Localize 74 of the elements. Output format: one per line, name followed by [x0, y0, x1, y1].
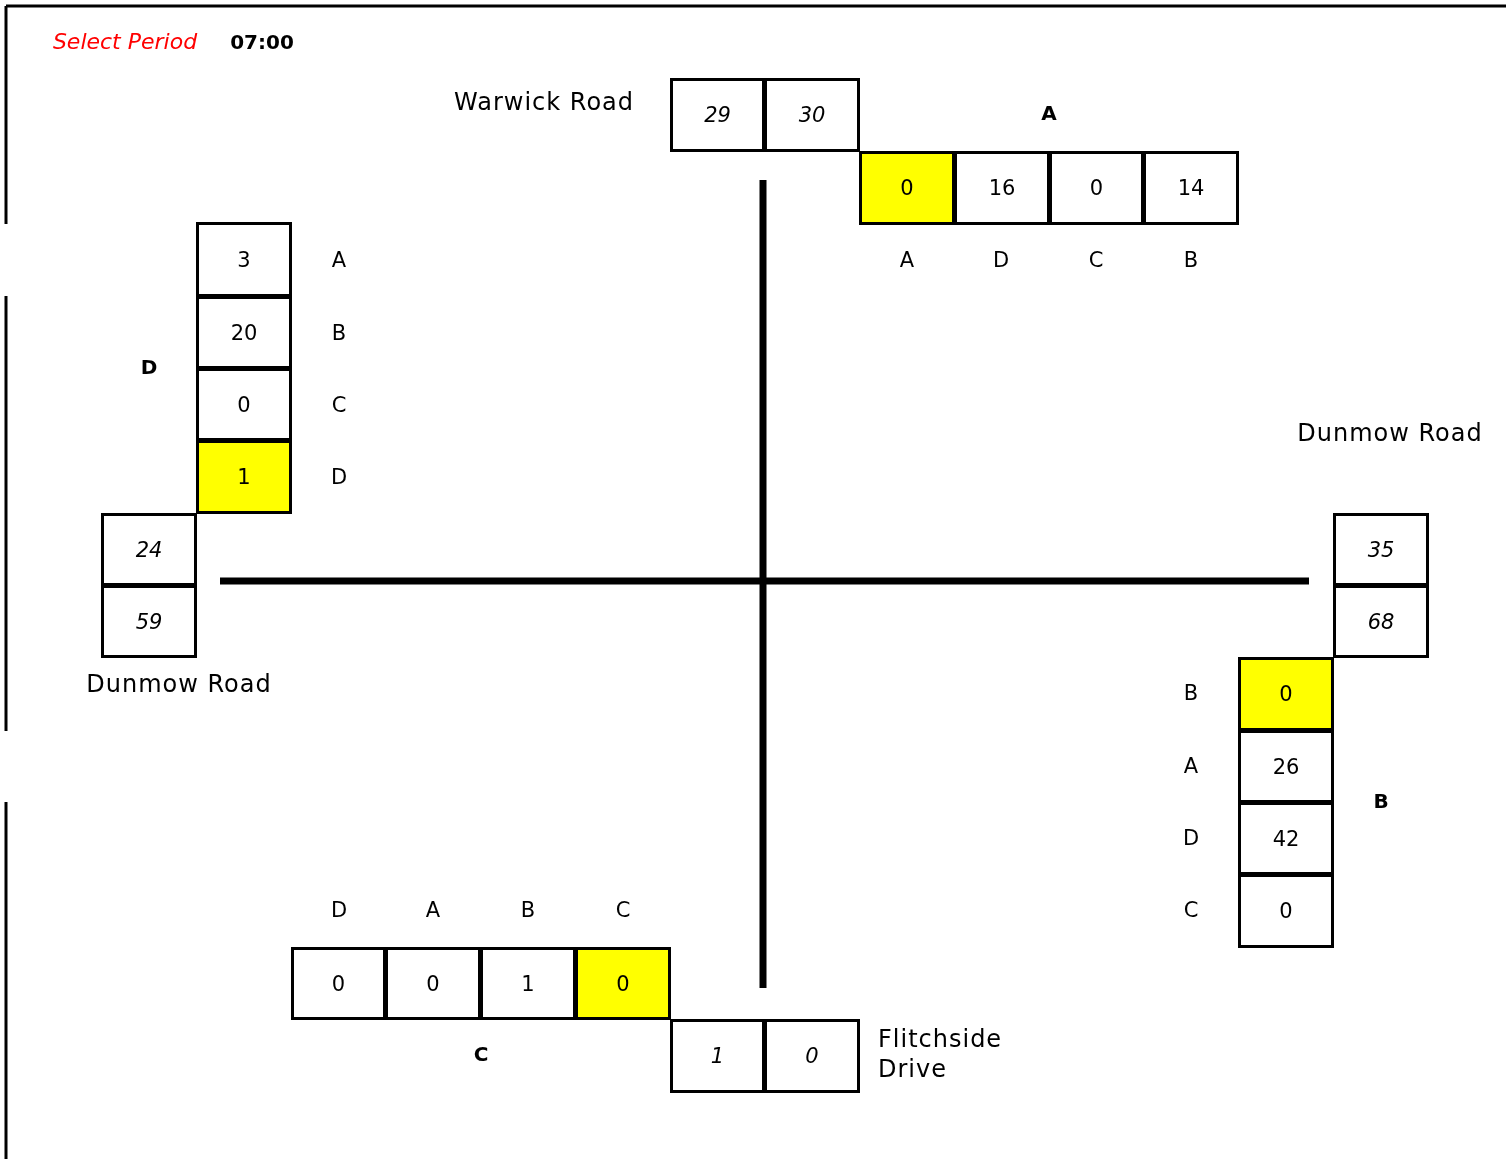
arm-letter: C: [473, 1042, 489, 1066]
movement-letter: C: [331, 393, 347, 417]
total-cell: [764, 1019, 860, 1093]
count-value: 0: [1279, 682, 1293, 706]
count-value: 24: [135, 537, 163, 562]
movement-letter: C: [1088, 248, 1104, 272]
total-cell: [1333, 585, 1429, 658]
road-name: Dunmow Road: [86, 670, 272, 698]
movement-letter: B: [1183, 248, 1199, 272]
highlighted-count-cell: [859, 151, 955, 225]
movement-letter: D: [992, 248, 1010, 272]
movement-letter: B: [520, 898, 536, 922]
total-cell: [101, 513, 197, 586]
count-cell: [480, 947, 576, 1020]
movement-letter: D: [1182, 826, 1200, 850]
count-cell: [385, 947, 481, 1020]
count-value: 14: [1177, 176, 1205, 200]
count-cell: [1238, 730, 1334, 803]
movement-letter: A: [899, 248, 915, 272]
count-cell: [1238, 802, 1334, 875]
highlighted-count-cell: [1238, 657, 1334, 731]
total-cell: [670, 78, 765, 152]
movement-letter: B: [331, 321, 347, 345]
arm-letter: D: [140, 355, 158, 379]
count-value: 1: [521, 971, 535, 996]
period-selector: Select Period: [52, 28, 198, 54]
count-value: 0: [237, 392, 251, 417]
movement-letter: D: [330, 898, 348, 922]
count-value: 0: [900, 176, 914, 200]
count-value: 26: [1272, 754, 1300, 779]
total-cell: [764, 78, 860, 152]
count-cell: [1238, 874, 1334, 948]
count-value: 16: [988, 176, 1016, 200]
count-value: 0: [805, 1044, 819, 1068]
movement-letter: C: [615, 898, 631, 922]
road-name: Dunmow Road: [1297, 419, 1483, 447]
count-value: 0: [331, 971, 346, 996]
total-cell: [1333, 513, 1429, 586]
count-value: 20: [230, 320, 258, 345]
time-label: 07:00: [230, 30, 294, 54]
count-value: 1: [710, 1044, 725, 1068]
movement-letter: A: [1183, 754, 1199, 778]
count-cell: [291, 947, 386, 1020]
arm-letter: A: [1041, 101, 1057, 125]
count-cell: [196, 296, 292, 369]
count-value: 1: [237, 465, 251, 489]
count-value: 30: [798, 103, 826, 127]
arm-letter: B: [1373, 789, 1389, 813]
total-cell: [101, 585, 197, 658]
highlighted-count-cell: [575, 947, 671, 1020]
movement-letter: C: [1183, 898, 1199, 922]
count-cell: [1049, 151, 1144, 225]
count-value: 0: [426, 971, 440, 996]
count-value: 0: [1089, 176, 1104, 200]
highlighted-count-cell: [196, 440, 292, 514]
count-value: 68: [1367, 609, 1395, 634]
total-cell: [670, 1019, 765, 1093]
movement-letter: D: [330, 465, 348, 489]
count-cell: [954, 151, 1050, 225]
movement-letter: A: [331, 248, 347, 272]
count-value: 3: [237, 247, 251, 272]
count-value: 35: [1367, 537, 1395, 562]
count-value: 0: [616, 971, 630, 996]
movement-letter: A: [425, 898, 441, 922]
count-value: 0: [1279, 899, 1293, 923]
road-name: Warwick Road: [454, 88, 634, 116]
count-value: 42: [1272, 826, 1300, 851]
movement-letter: B: [1183, 681, 1199, 705]
road-name: Flitchside Drive: [878, 1024, 1004, 1084]
count-value: 59: [135, 609, 163, 634]
count-cell: [1143, 151, 1239, 225]
count-cell: [196, 368, 292, 441]
count-cell: [196, 222, 292, 297]
count-value: 29: [704, 103, 731, 127]
